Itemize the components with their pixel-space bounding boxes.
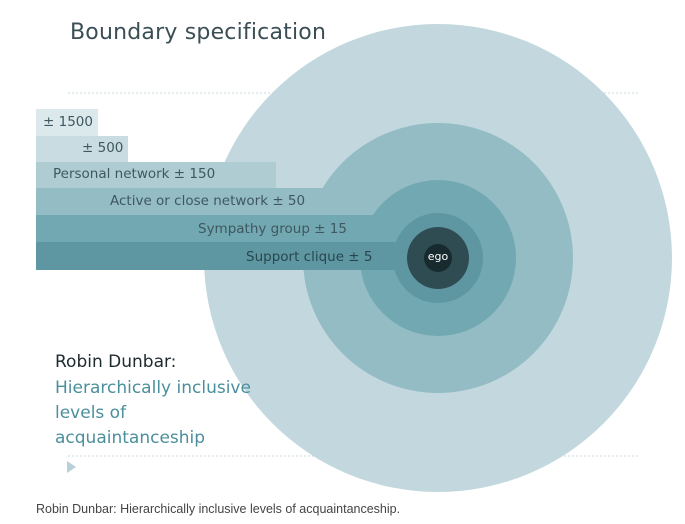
- author-name: Robin Dunbar:: [55, 352, 177, 372]
- image-caption: Robin Dunbar: Hierarchically inclusive l…: [36, 502, 401, 516]
- band-level-15: [36, 215, 406, 242]
- band-level-150: [36, 162, 276, 188]
- page-title: Boundary specification: [70, 20, 327, 45]
- band-level-500: [36, 136, 128, 162]
- band-level-1500: [36, 109, 98, 136]
- play-arrow-icon[interactable]: [67, 461, 76, 473]
- band-level-5: [36, 242, 438, 270]
- label-level-150: Personal network ± 150: [53, 166, 216, 182]
- label-level-5: Support clique ± 5: [246, 249, 373, 265]
- ego-dot: [424, 244, 452, 272]
- diagram-subtitle: Hierarchically inclusive levels of acqua…: [55, 378, 251, 448]
- label-level-1500: ± 1500: [43, 114, 93, 130]
- label-level-50: Active or close network ± 50: [110, 193, 306, 209]
- ego-label: ego: [427, 250, 449, 263]
- label-level-15: Sympathy group ± 15: [198, 221, 347, 237]
- band-level-50: [36, 188, 326, 215]
- label-level-500: ± 500: [82, 140, 124, 156]
